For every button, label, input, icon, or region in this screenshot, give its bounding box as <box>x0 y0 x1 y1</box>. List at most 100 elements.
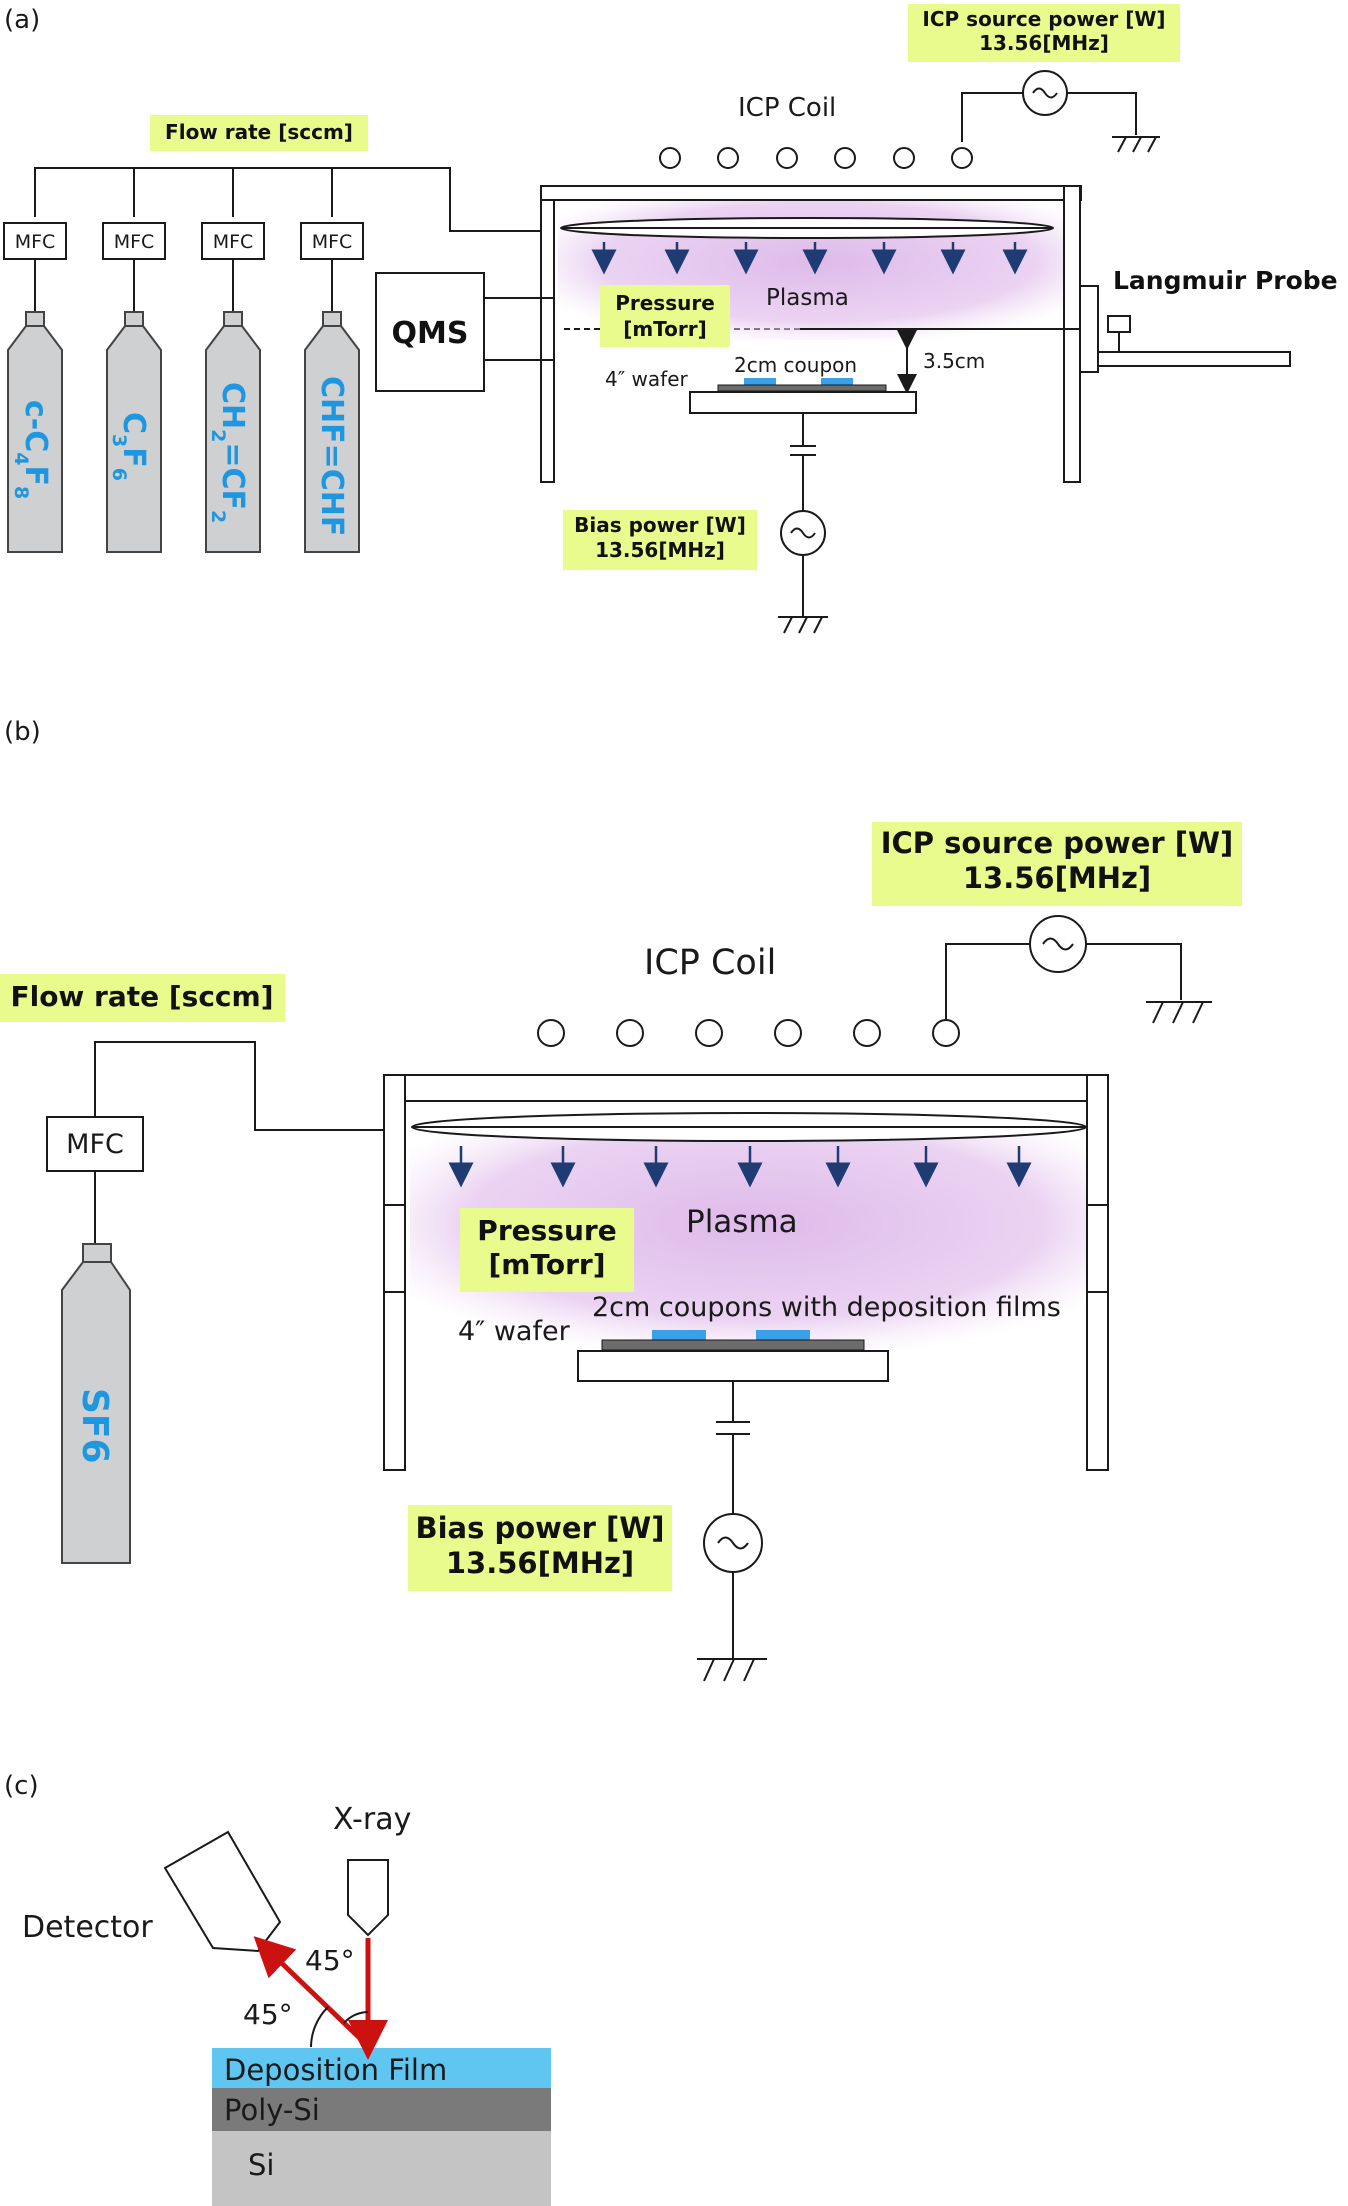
electrode-b <box>577 1350 889 1382</box>
angle-label-upper: 45° <box>305 1944 355 1977</box>
qms-label: QMS <box>392 316 469 351</box>
gas-line <box>94 1041 385 1131</box>
icp-coil-label: ICP Coil <box>644 943 776 983</box>
flow-rate-label: Flow rate [sccm] <box>10 980 273 1013</box>
bias-power-label-bg <box>563 510 757 570</box>
mfc-label: MFC <box>15 231 56 253</box>
langmuir-probe-arm <box>1097 351 1291 367</box>
detector-icon <box>163 1830 282 1953</box>
panel-c: (c) X-ray Detector Deposition Film Poly-… <box>4 1771 551 2206</box>
qms-box <box>375 272 485 392</box>
icp-coil-turns <box>659 147 973 169</box>
panel-a-tag: (a) <box>4 5 40 35</box>
wafer <box>601 1339 865 1351</box>
icp-rf-sine-icon <box>1032 87 1058 99</box>
chamber-b <box>383 1074 1109 1471</box>
icp-ground-icon <box>1112 136 1160 153</box>
gas-cylinder <box>304 325 360 553</box>
pressure-label-bg <box>600 285 730 347</box>
bias-ground-icon <box>697 1658 767 1682</box>
layer-label-poly-si: Poly-Si <box>224 2093 320 2127</box>
gas-cylinder <box>7 325 63 553</box>
gas-label-sf6: SF6 <box>74 1388 115 1464</box>
icp-rf-wire <box>961 92 1137 142</box>
bias-power-freq: 13.56[MHz] <box>446 1546 634 1580</box>
mfc-box <box>102 222 166 260</box>
icp-power-label: ICP source power [W] <box>881 826 1234 860</box>
angle-label-lower: 45° <box>243 1998 293 2031</box>
flux-arrows-b <box>448 1146 1032 1188</box>
xray-label: X-ray <box>333 1802 411 1837</box>
icp-power-label: ICP source power [W] <box>922 7 1165 31</box>
coupon-left <box>652 1330 706 1340</box>
gas-label-chfchf: CHF=CHF <box>314 376 349 536</box>
icp-rf-wire <box>945 943 1182 1028</box>
wafer-label: 4″ wafer <box>458 1316 571 1347</box>
panel-c-tag: (c) <box>4 1771 39 1801</box>
gas-cylinder <box>61 1261 131 1564</box>
icp-coil-turns <box>537 1019 960 1047</box>
layer-si <box>212 2131 551 2206</box>
gas-label-ch2cf2: CH2=CF2 <box>207 382 250 523</box>
gas-line-4: MFC <box>300 222 364 553</box>
layer-label-film: Deposition Film <box>224 2053 447 2087</box>
wafer <box>717 384 887 392</box>
bias-power-label: Bias power [W] <box>574 513 746 537</box>
mfc-label: MFC <box>114 231 155 253</box>
langmuir-probe-label: Langmuir Probe <box>1113 266 1338 295</box>
flux-arrows-a <box>591 242 1028 275</box>
panel-a: (a) ICP source power [W] 13.56[MHz] ICP … <box>3 4 1338 634</box>
xray-source-icon <box>347 1859 389 1937</box>
gas-label-c4f8: c-C4F8 <box>10 400 53 499</box>
flow-rate-label-bg <box>150 115 368 151</box>
mfc-box <box>201 222 265 260</box>
mfc-label: MFC <box>66 1129 124 1160</box>
plasma-label: Plasma <box>766 285 849 311</box>
gas-line-3: MFC <box>201 222 265 553</box>
bias-power-freq: 13.56[MHz] <box>595 538 725 562</box>
mfc-label: MFC <box>213 231 254 253</box>
gas-cylinder <box>106 325 162 553</box>
coupon-right <box>756 1330 810 1340</box>
coupon-right <box>821 378 853 385</box>
flow-rate-label: Flow rate [sccm] <box>165 120 353 144</box>
pressure-label-bg <box>460 1208 634 1292</box>
layer-poly-si <box>212 2088 551 2131</box>
icp-power-freq: 13.56[MHz] <box>979 31 1109 55</box>
icp-ground-icon <box>1146 1001 1212 1024</box>
mfc-box <box>3 222 67 260</box>
coupon-label: 2cm coupons with deposition films <box>592 1292 1061 1323</box>
panel-b-tag: (b) <box>4 717 41 747</box>
icp-power-label-bg <box>872 822 1242 906</box>
gap-label: 3.5cm <box>923 349 985 373</box>
wafer-label: 4″ wafer <box>605 367 689 391</box>
bias-power-label: Bias power [W] <box>415 1511 664 1545</box>
mfc-label: MFC <box>312 231 353 253</box>
qms-port <box>483 297 545 361</box>
icp-power-freq: 13.56[MHz] <box>963 861 1151 895</box>
layer-label-si: Si <box>248 2148 274 2182</box>
langmuir-probe-head <box>1107 315 1131 333</box>
angle-arc-upper <box>343 2011 369 2024</box>
coupon-left <box>744 378 776 385</box>
emitted-ray <box>253 1936 370 2048</box>
bias-ground-icon <box>778 616 828 634</box>
coupon-label: 2cm coupon <box>734 353 857 377</box>
detector-label: Detector <box>22 1910 153 1945</box>
gas-line-2: MFC <box>102 222 166 553</box>
pressure-label: Pressure <box>615 291 715 315</box>
panel-b: (b) ICP source power [W] 13.56[MHz] ICP … <box>0 717 1242 1682</box>
gas-label-c3f6: C3F6 <box>108 412 151 481</box>
bias-power-label-bg <box>408 1505 672 1591</box>
icp-power-label-bg <box>908 4 1180 62</box>
plasma-label: Plasma <box>686 1204 798 1240</box>
flow-rate-label-bg <box>0 974 285 1022</box>
angle-arc-lower <box>310 2006 329 2048</box>
pressure-label: Pressure <box>477 1214 616 1247</box>
gas-cylinder <box>205 325 261 553</box>
gas-manifold <box>34 167 541 232</box>
pressure-unit: [mTorr] <box>488 1248 605 1281</box>
pressure-unit: [mTorr] <box>623 317 707 341</box>
gas-line-1: MFC <box>3 222 67 553</box>
icp-coil-label: ICP Coil <box>738 93 836 123</box>
